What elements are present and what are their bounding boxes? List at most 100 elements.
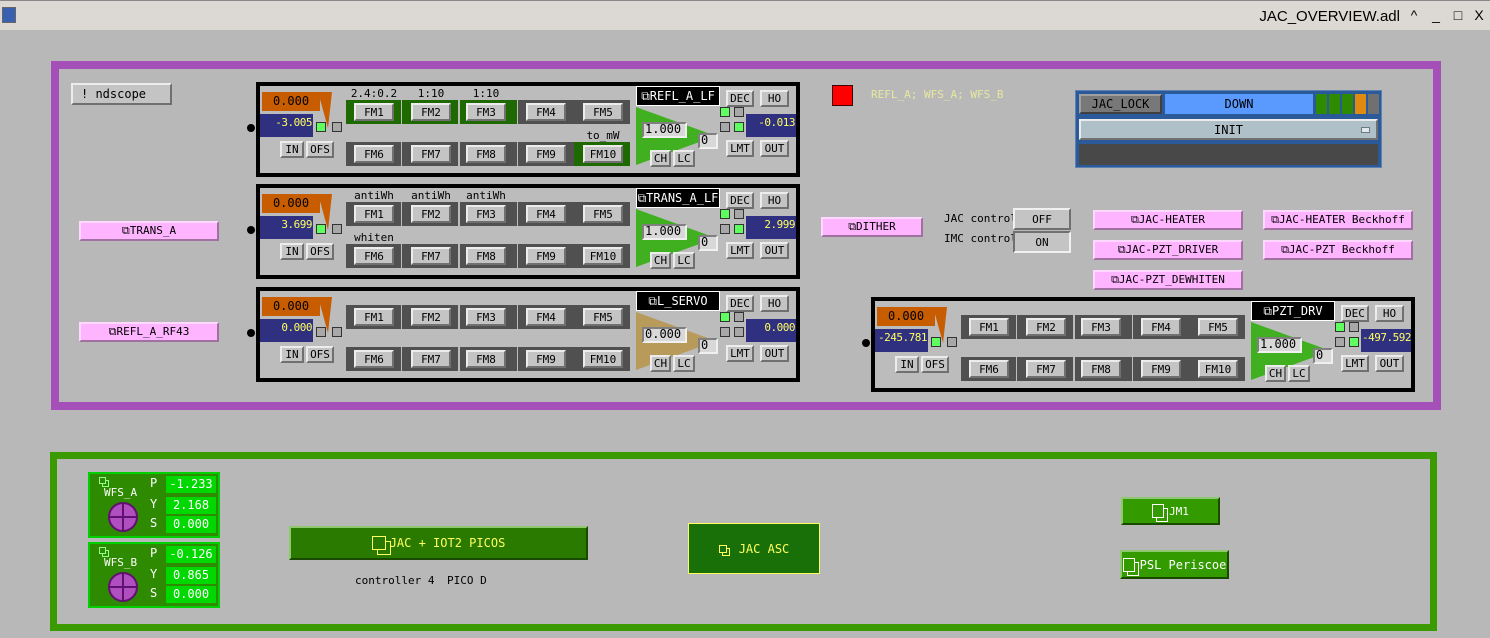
fm1-button[interactable]: FM1 bbox=[969, 318, 1009, 336]
ch-button[interactable]: CH bbox=[650, 252, 671, 269]
fm1-button[interactable]: FM1 bbox=[354, 103, 394, 121]
refl-a-rf43-button[interactable]: ⧉REFL_A_RF43 bbox=[79, 322, 219, 342]
jac-heater-button[interactable]: ⧉JAC-HEATER bbox=[1093, 210, 1243, 230]
fm10-button[interactable]: FM10 bbox=[583, 350, 623, 368]
fm5-button[interactable]: FM5 bbox=[583, 308, 623, 326]
ch-button[interactable]: CH bbox=[1265, 365, 1286, 382]
fm9-button[interactable]: FM9 bbox=[1141, 360, 1181, 378]
dec-button[interactable]: DEC bbox=[726, 192, 754, 209]
ho-button[interactable]: HO bbox=[760, 295, 789, 312]
ho-button[interactable]: HO bbox=[1375, 305, 1404, 322]
jac-pzt-dewhiten-button[interactable]: ⧉JAC-PZT_DEWHITEN bbox=[1093, 270, 1243, 290]
dec-button[interactable]: DEC bbox=[1341, 305, 1369, 322]
fm4-button[interactable]: FM4 bbox=[1141, 318, 1181, 336]
fm3-button[interactable]: FM3 bbox=[1081, 318, 1121, 336]
fm2-button[interactable]: FM2 bbox=[1026, 318, 1066, 336]
fm5-button[interactable]: FM5 bbox=[583, 103, 623, 121]
fm7-button[interactable]: FM7 bbox=[411, 145, 451, 163]
out-button[interactable]: OUT bbox=[1375, 355, 1404, 372]
out-button[interactable]: OUT bbox=[760, 345, 789, 362]
ramp-input[interactable]: 0 bbox=[698, 235, 718, 251]
shade-button[interactable]: ^ bbox=[1410, 7, 1418, 23]
fm9-button[interactable]: FM9 bbox=[526, 350, 566, 368]
fm5-button[interactable]: FM5 bbox=[583, 205, 623, 223]
out-button[interactable]: OUT bbox=[760, 140, 789, 157]
lmt-button[interactable]: LMT bbox=[726, 242, 754, 259]
fm6-button[interactable]: FM6 bbox=[354, 350, 394, 368]
jac-iot2-picos-button[interactable]: JAC + IOT2 PICOS bbox=[289, 526, 588, 560]
guardian-name-button[interactable]: JAC_LOCK bbox=[1079, 94, 1162, 114]
ramp-input[interactable]: 0 bbox=[698, 338, 718, 354]
fm1-button[interactable]: FM1 bbox=[354, 205, 394, 223]
fm6-button[interactable]: FM6 bbox=[969, 360, 1009, 378]
fm8-button[interactable]: FM8 bbox=[1081, 360, 1121, 378]
out-button[interactable]: OUT bbox=[760, 242, 789, 259]
ofs-button[interactable]: OFS bbox=[306, 346, 334, 363]
fm6-button[interactable]: FM6 bbox=[354, 145, 394, 163]
jac-asc-button[interactable]: JAC ASC bbox=[688, 523, 820, 574]
fm6-button[interactable]: FM6 bbox=[354, 247, 394, 265]
gain-input[interactable]: 1.000 bbox=[1257, 337, 1302, 353]
fm9-button[interactable]: FM9 bbox=[526, 247, 566, 265]
fm7-button[interactable]: FM7 bbox=[1026, 360, 1066, 378]
bank-name-button[interactable]: ⧉L_SERVO bbox=[636, 291, 720, 311]
fm2-button[interactable]: FM2 bbox=[411, 103, 451, 121]
jac-pzt-beckhoff-button[interactable]: ⧉JAC-PZT Beckhoff bbox=[1263, 240, 1413, 260]
fm4-button[interactable]: FM4 bbox=[526, 103, 566, 121]
close-button[interactable]: X bbox=[1474, 7, 1484, 23]
fm7-button[interactable]: FM7 bbox=[411, 247, 451, 265]
fm5-button[interactable]: FM5 bbox=[1198, 318, 1238, 336]
ofs-button[interactable]: OFS bbox=[921, 356, 949, 373]
gain-input[interactable]: 0.000 bbox=[642, 327, 687, 343]
fm3-button[interactable]: FM3 bbox=[466, 205, 506, 223]
dec-button[interactable]: DEC bbox=[726, 90, 754, 107]
lmt-button[interactable]: LMT bbox=[726, 140, 754, 157]
lc-button[interactable]: LC bbox=[673, 150, 695, 167]
fm8-button[interactable]: FM8 bbox=[466, 145, 506, 163]
ramp-input[interactable]: 0 bbox=[698, 133, 718, 149]
dec-button[interactable]: DEC bbox=[726, 295, 754, 312]
dither-button[interactable]: ⧉DITHER bbox=[821, 217, 923, 237]
fm2-button[interactable]: FM2 bbox=[411, 205, 451, 223]
ch-button[interactable]: CH bbox=[650, 355, 671, 372]
lmt-button[interactable]: LMT bbox=[1341, 355, 1369, 372]
fm10-button[interactable]: FM10 bbox=[583, 247, 623, 265]
in-button[interactable]: IN bbox=[280, 141, 304, 158]
fm3-button[interactable]: FM3 bbox=[466, 308, 506, 326]
lmt-button[interactable]: LMT bbox=[726, 345, 754, 362]
ndscope-button[interactable]: ! ndscope bbox=[71, 83, 172, 105]
ho-button[interactable]: HO bbox=[760, 192, 789, 209]
in-button[interactable]: IN bbox=[280, 243, 304, 260]
ramp-input[interactable]: 0 bbox=[1313, 348, 1333, 364]
fm2-button[interactable]: FM2 bbox=[411, 308, 451, 326]
jac-control-off-button[interactable]: OFF bbox=[1013, 208, 1071, 230]
fm4-button[interactable]: FM4 bbox=[526, 308, 566, 326]
lc-button[interactable]: LC bbox=[1288, 365, 1310, 382]
jm1-button[interactable]: JM1 bbox=[1121, 497, 1220, 525]
gain-input[interactable]: 1.000 bbox=[642, 122, 687, 138]
trans-a-button[interactable]: ⧉TRANS_A bbox=[79, 221, 219, 241]
fm10-button[interactable]: FM10 bbox=[1198, 360, 1238, 378]
jac-pzt-driver-button[interactable]: ⧉JAC-PZT_DRIVER bbox=[1093, 240, 1243, 260]
bank-name-button[interactable]: ⧉PZT_DRV bbox=[1251, 301, 1335, 321]
in-button[interactable]: IN bbox=[895, 356, 919, 373]
guardian-request-menu[interactable]: INIT bbox=[1079, 119, 1378, 140]
maximize-button[interactable]: □ bbox=[1453, 7, 1463, 23]
psl-periscope-button[interactable]: PSL Periscoe bbox=[1120, 550, 1229, 579]
jac-heater-beckhoff-button[interactable]: ⧉JAC-HEATER Beckhoff bbox=[1263, 210, 1413, 230]
ofs-button[interactable]: OFS bbox=[306, 141, 334, 158]
bank-name-button[interactable]: ⧉REFL_A_LF bbox=[636, 86, 720, 106]
gain-input[interactable]: 1.000 bbox=[642, 224, 687, 240]
fm10-button[interactable]: FM10 bbox=[583, 145, 623, 163]
ofs-button[interactable]: OFS bbox=[306, 243, 334, 260]
minimize-button[interactable]: _ bbox=[1432, 7, 1440, 23]
lc-button[interactable]: LC bbox=[673, 355, 695, 372]
fm9-button[interactable]: FM9 bbox=[526, 145, 566, 163]
fm8-button[interactable]: FM8 bbox=[466, 247, 506, 265]
bank-name-button[interactable]: ⧉TRANS_A_LF bbox=[636, 188, 720, 208]
fm3-button[interactable]: FM3 bbox=[466, 103, 506, 121]
fm1-button[interactable]: FM1 bbox=[354, 308, 394, 326]
lc-button[interactable]: LC bbox=[673, 252, 695, 269]
